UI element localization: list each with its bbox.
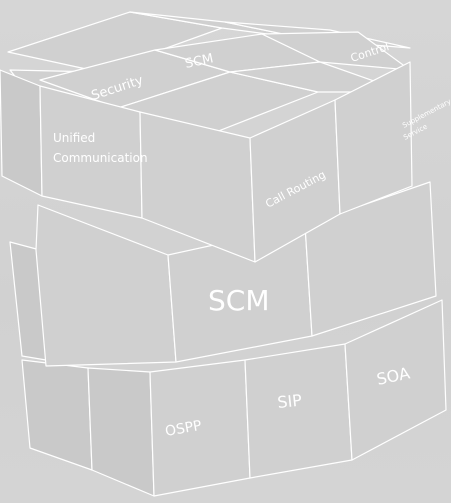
label-communication: Communication — [53, 151, 148, 165]
label-scm-top: SCM — [184, 51, 215, 72]
middle-front-face-right — [304, 181, 437, 337]
top-layer — [0, 11, 413, 263]
bottom-left-face-2 — [87, 367, 155, 497]
middle-layer — [9, 181, 437, 367]
bottom-layer — [21, 299, 447, 497]
bottom-front-face-sip — [244, 343, 353, 479]
label-sip: SIP — [276, 390, 303, 411]
middle-labels: SCM — [208, 284, 269, 317]
label-scm-center: SCM — [208, 284, 269, 317]
top-face-call-routing — [139, 111, 256, 263]
bottom-left-face-1 — [21, 359, 93, 471]
top-face-supplementary — [334, 61, 413, 215]
label-ospp: OSPP — [164, 418, 203, 440]
top-left-outer-face — [0, 69, 43, 197]
middle-front-face-left — [35, 204, 177, 367]
label-unified: Unified — [53, 131, 95, 145]
bottom-front-face-soa — [344, 299, 447, 461]
